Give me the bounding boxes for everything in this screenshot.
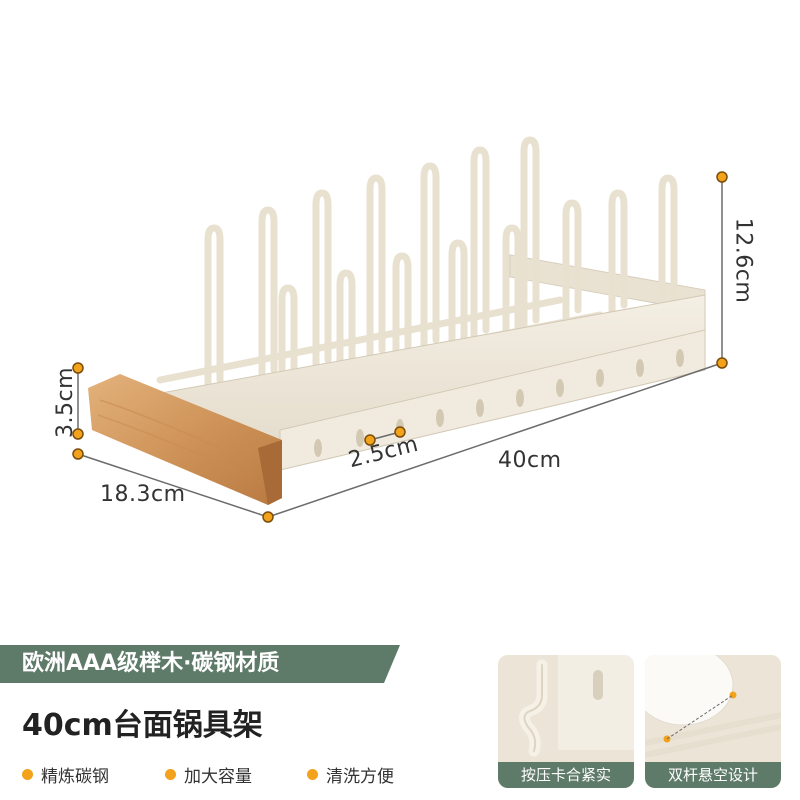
feature-label: 精炼碳钢 bbox=[41, 767, 109, 787]
beech-wood-board bbox=[88, 374, 282, 505]
dimension-lines bbox=[77, 177, 723, 518]
product-title: 40cm台面锅具架 bbox=[22, 708, 263, 743]
endpoint-dot bbox=[364, 434, 376, 446]
endpoint-dot bbox=[716, 171, 728, 183]
product-illustration bbox=[72, 136, 728, 523]
feature-item: 清洗方便 bbox=[307, 762, 394, 787]
endpoint-dot bbox=[72, 428, 84, 440]
feature-label: 清洗方便 bbox=[326, 767, 394, 787]
feature-label: 加大容量 bbox=[184, 767, 252, 787]
bullet-dot-icon bbox=[165, 769, 176, 780]
feature-item: 加大容量 bbox=[165, 762, 252, 787]
endpoint-dot bbox=[716, 357, 728, 369]
thumbnail-caption: 按压卡合紧实 bbox=[498, 762, 634, 788]
endpoint-dot bbox=[72, 362, 84, 374]
endpoint-dot bbox=[394, 426, 406, 438]
dimension-length-label: 40cm bbox=[498, 448, 562, 473]
dimension-height-label: 12.6cm bbox=[730, 217, 756, 304]
detail-thumbnail-double-rod: 双杆悬空设计 bbox=[645, 655, 781, 788]
endpoint-dot bbox=[72, 448, 84, 460]
endpoint-dot bbox=[262, 511, 274, 523]
feature-item: 精炼碳钢 bbox=[22, 762, 109, 787]
detail-thumbnail-press-fit: 按压卡合紧实 bbox=[498, 655, 634, 788]
dimension-endpoints bbox=[72, 171, 728, 523]
bullet-dot-icon bbox=[22, 769, 33, 780]
thumbnail-caption: 双杆悬空设计 bbox=[645, 762, 781, 788]
dimension-board-height-label: 3.5cm bbox=[53, 366, 79, 439]
bullet-dot-icon bbox=[307, 769, 318, 780]
material-info-band: 欧洲AAA级榉木·碳钢材质 bbox=[0, 645, 400, 683]
dimension-depth-label: 18.3cm bbox=[100, 482, 186, 507]
